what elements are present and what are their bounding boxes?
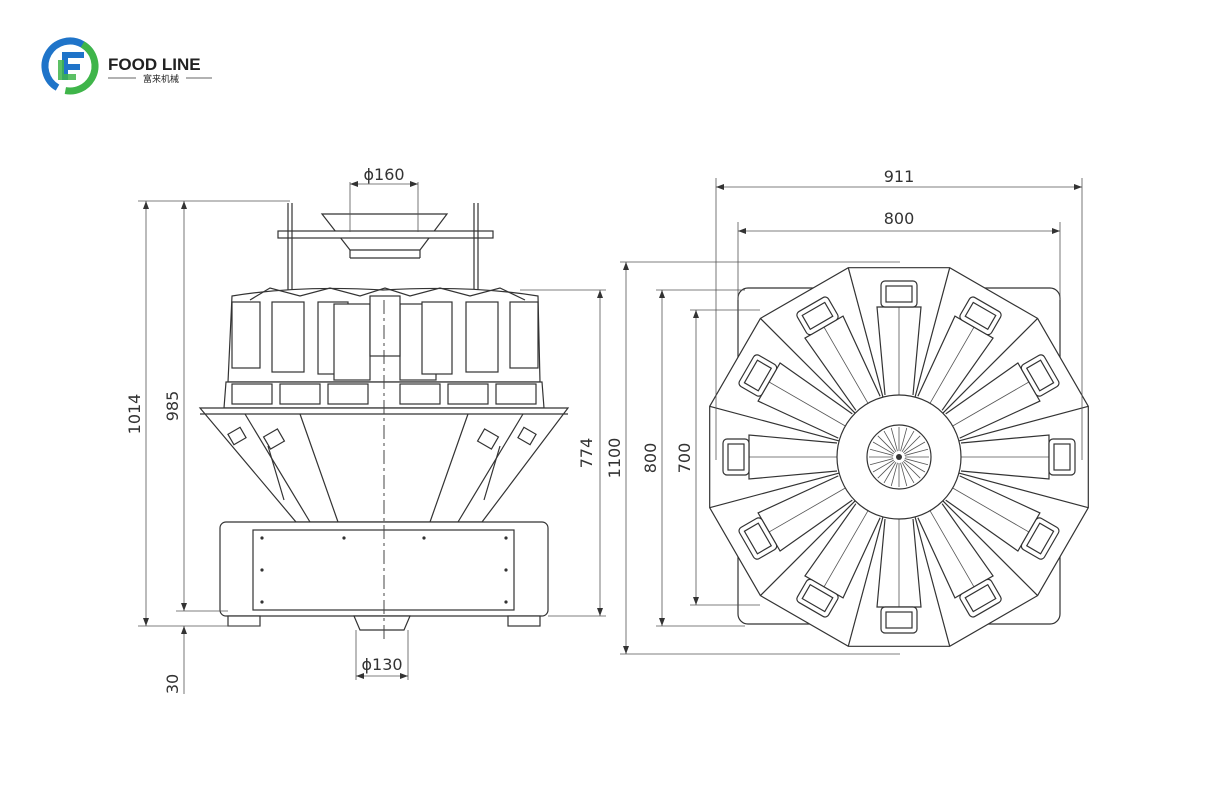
weigh-head-12 [945,354,1089,442]
center-ray [901,461,915,484]
weigh-heads-radial [709,267,1089,647]
dim-width-800-label: 800 [884,209,915,228]
weigh-head-2 [942,475,1060,597]
weigh-head-7 [709,405,840,480]
weigh-head-10 [876,267,951,398]
center-ray [877,460,896,479]
logo-mark-icon [41,37,99,95]
weigh-head-9 [796,267,884,411]
center-cone-rays [869,427,929,487]
center-ray [901,430,915,453]
center-ray [883,430,897,453]
dim-left-heights: 1014 985 30 [125,200,290,694]
dim-height-1100-label: 1100 [605,438,624,479]
dim-width-911-label: 911 [884,167,915,186]
center-ray [904,448,929,456]
center-ray [869,448,894,456]
weigh-head-11 [917,296,1039,414]
dim-right-height: 774 [520,289,606,617]
center-ray [902,435,921,454]
center-ray [890,427,898,452]
weigh-head-5 [759,500,881,618]
weigh-head-3 [914,503,1002,647]
center-ray [877,435,896,454]
center-ray [872,441,895,455]
base-frame [219,300,549,640]
dim-bottom-diameter-label: ϕ130 [361,655,402,674]
top-view: 911 800 1100 800 700 [605,167,1089,655]
top-feed-cone [277,203,494,300]
collecting-chute [198,407,570,523]
weigh-buckets-upper [227,287,541,383]
center-ray [903,459,926,473]
center-ray [904,458,929,466]
center-ray [869,458,894,466]
dim-top-diameter: ϕ160 [349,165,419,232]
dim-foot-30-label: 30 [163,674,182,694]
dim-bottom-diameter: ϕ130 [355,630,409,680]
weigh-head-6 [709,472,853,560]
brand-subtitle: 富来机械 [143,73,179,85]
weigh-head-8 [738,317,856,439]
dim-height-800-label: 800 [641,443,660,474]
dim-top-diameter-label: ϕ160 [363,165,404,184]
dim-height-774-label: 774 [577,438,596,469]
dim-top-heights: 1100 800 700 [605,261,900,655]
center-ray [883,461,897,484]
center-ray [872,459,895,473]
center-ray [890,462,898,487]
dim-height-700-label: 700 [675,443,694,474]
center-ray [902,460,921,479]
weigh-head-1 [958,434,1089,509]
dim-height-985-label: 985 [163,391,182,422]
center-ray [903,441,926,455]
center-ray [900,427,908,452]
center-ray [900,462,908,487]
front-view: ϕ160 ϕ130 1014 985 30 [125,165,606,694]
weigh-head-4 [847,516,922,647]
dim-top-widths: 911 800 [715,167,1083,460]
brand-logo: FOOD LINE 富来机械 [41,37,212,95]
brand-name: FOOD LINE [108,55,201,74]
dim-total-height-label: 1014 [125,394,144,435]
